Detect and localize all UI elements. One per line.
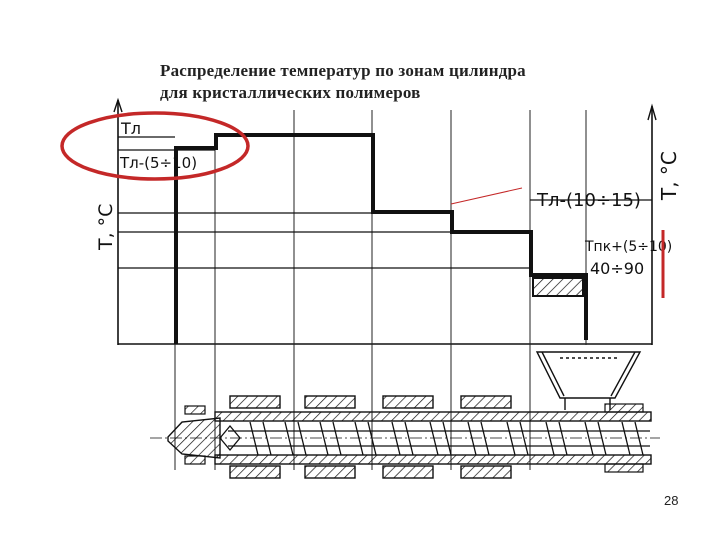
slide-title-line-2: для кристаллических полимеров bbox=[160, 83, 421, 102]
right-axis-label: T, °C bbox=[657, 151, 681, 201]
slide-title-line-1: Распределение температур по зонам цилинд… bbox=[160, 61, 526, 80]
page-number: 28 bbox=[664, 493, 679, 508]
zone-dividers bbox=[174, 110, 587, 470]
left-axis-label: T, °C bbox=[95, 204, 117, 251]
label-tpk-5-10: Tпк+(5÷10) bbox=[584, 239, 672, 255]
right-axis bbox=[647, 103, 657, 345]
label-tl-5-10: Tл-(5÷10) bbox=[119, 154, 197, 172]
hatched-zone bbox=[532, 277, 584, 297]
barrel-screw bbox=[150, 395, 660, 479]
label-40-90: 40÷90 bbox=[590, 259, 644, 278]
hopper bbox=[535, 351, 642, 410]
red-circle-highlight bbox=[60, 111, 250, 181]
red-pointer-line bbox=[450, 187, 523, 205]
label-tl-10-15: Tл-(10÷15) bbox=[536, 190, 641, 211]
left-axis bbox=[113, 97, 123, 345]
temperature-profile bbox=[174, 133, 588, 344]
label-tl: Tл bbox=[120, 119, 141, 138]
